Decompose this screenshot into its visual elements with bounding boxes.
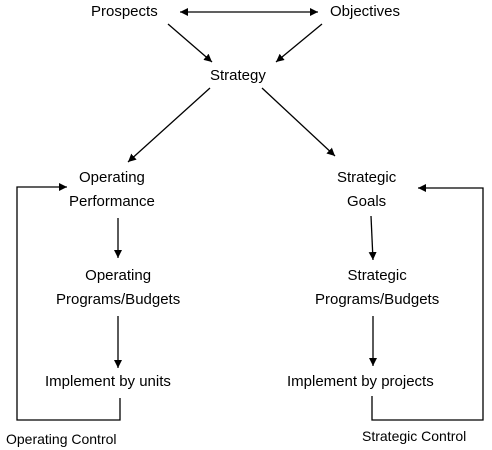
node-operating-performance: Operating Performance	[69, 166, 155, 214]
node-strategy: Strategy	[210, 64, 266, 88]
edge-strategic-control-loop	[371, 184, 484, 421]
edge-strategic-goals-programs	[368, 215, 377, 261]
node-operating-programs-line-1: Operating	[85, 267, 152, 284]
node-implement-units-label: Implement by units	[45, 373, 171, 390]
node-operating-performance-line-1: Operating	[79, 169, 145, 186]
edge-operating-control-loop	[16, 183, 121, 421]
node-operating-programs-line-2: Programs/Budgets	[56, 291, 181, 308]
edge-objectives-strategy	[275, 23, 323, 63]
edge-prospects-strategy	[167, 23, 213, 63]
node-operating-performance-line-2: Performance	[69, 193, 155, 210]
node-implement-projects-label: Implement by projects	[287, 373, 434, 390]
operating-control-label: Operating Control	[6, 431, 117, 447]
node-objectives: Objectives	[330, 0, 400, 24]
node-prospects: Prospects	[91, 0, 158, 24]
node-strategic-goals-line-2: Goals	[347, 193, 387, 210]
node-prospects-label: Prospects	[91, 3, 158, 20]
node-implement-projects: Implement by projects	[287, 370, 434, 394]
node-strategy-label: Strategy	[210, 67, 266, 84]
node-operating-programs: Operating Programs/Budgets	[56, 264, 180, 312]
edge-strategy-operating-performance	[127, 87, 211, 163]
strategic-control-label: Strategic Control	[362, 428, 467, 444]
node-strategic-goals: Strategic Goals	[337, 166, 396, 214]
node-strategic-goals-line-1: Strategic	[337, 169, 397, 186]
edge-strategy-strategic-goals	[261, 87, 336, 157]
node-strategic-programs-line-2: Programs/Budgets	[315, 291, 440, 308]
node-objectives-label: Objectives	[330, 3, 401, 20]
node-strategic-programs: Strategic Programs/Budgets	[315, 264, 439, 312]
node-implement-units: Implement by units	[45, 370, 171, 394]
node-strategic-programs-line-1: Strategic	[347, 267, 407, 284]
